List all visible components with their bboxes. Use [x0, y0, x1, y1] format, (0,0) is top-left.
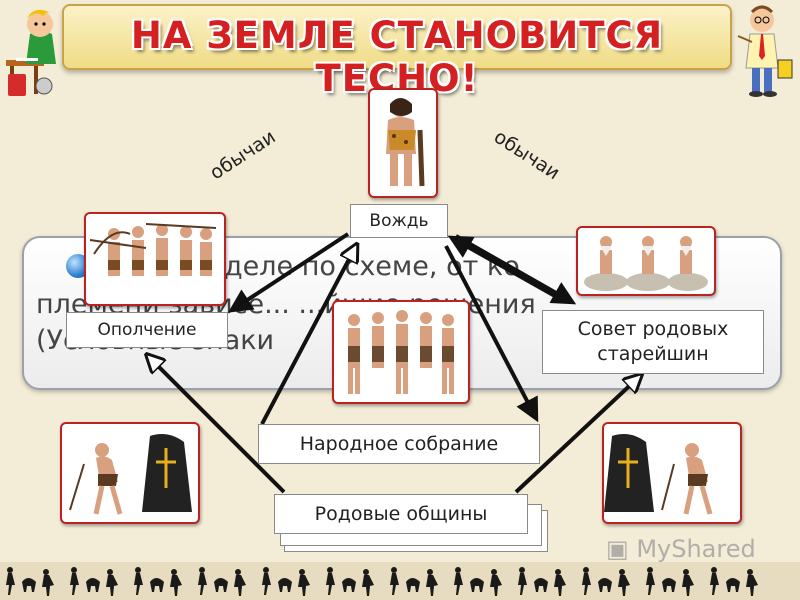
teacher-illustration	[737, 5, 793, 97]
title-banner: НА ЗЕМЛЕ СТАНОВИТСЯ ТЕСНО!	[62, 4, 732, 100]
node-elders-council: Совет родовых старейшин	[542, 310, 764, 374]
community-right-image	[602, 422, 742, 524]
panel-text-line-1: деле по схеме, от ко	[224, 251, 520, 282]
node-militia: Ополчение	[66, 312, 228, 348]
presentation-icon: ▣	[606, 535, 629, 563]
node-clan-communities: Родовые общины	[274, 494, 528, 534]
node-people-assembly: Народное собрание	[258, 424, 540, 464]
chief-image	[368, 88, 438, 198]
pupil-at-desk-illustration	[6, 9, 56, 96]
node-elders-council-line-2: старейшин	[597, 343, 709, 365]
customs-label-left: обычаи	[205, 125, 280, 185]
militia-warriors-image	[84, 212, 226, 306]
node-elders-council-line-1: Совет родовых	[577, 318, 729, 340]
elders-council-image	[576, 226, 716, 296]
customs-label-right: обычаи	[489, 125, 564, 185]
community-left-image	[60, 422, 200, 524]
page-title: НА ЗЕМЛЕ СТАНОВИТСЯ ТЕСНО!	[130, 14, 664, 100]
watermark-logo: ▣ MyShared	[606, 535, 756, 563]
node-chief: Вождь	[350, 204, 448, 238]
footer-silhouettes-strip	[0, 562, 800, 600]
watermark-text: MyShared	[636, 535, 756, 563]
people-assembly-image	[332, 300, 470, 404]
